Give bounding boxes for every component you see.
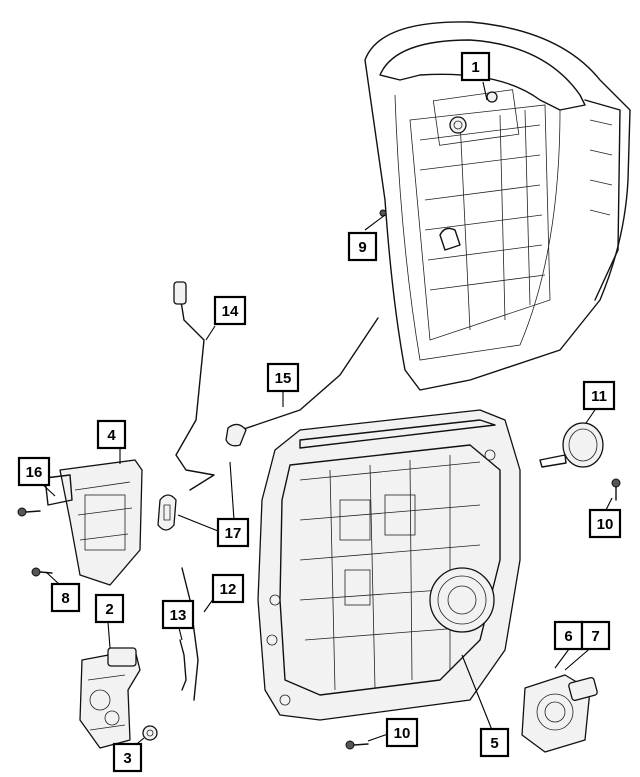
- callout-17: 17: [216, 517, 250, 548]
- callout-8: 8: [50, 582, 81, 613]
- svg-text:6: 6: [564, 628, 572, 645]
- door-latch: [79, 647, 141, 749]
- svg-text:11: 11: [591, 388, 607, 405]
- screw-10-lower: [345, 740, 369, 750]
- svg-text:14: 14: [222, 303, 239, 320]
- screw-10-right: [611, 478, 621, 501]
- svg-text:1: 1: [471, 59, 479, 76]
- callout-1: 1: [460, 51, 491, 82]
- svg-text:17: 17: [225, 525, 242, 542]
- callout-6: 6: [553, 620, 584, 651]
- callout-5: 5: [479, 727, 510, 758]
- screw-16: [17, 507, 41, 517]
- svg-text:4: 4: [107, 427, 116, 444]
- callout-10-right: 10: [588, 508, 622, 539]
- callout-13: 13: [161, 599, 195, 630]
- callout-2: 2: [94, 593, 125, 624]
- svg-text:7: 7: [591, 628, 599, 645]
- svg-text:10: 10: [394, 725, 411, 742]
- svg-text:3: 3: [123, 750, 131, 767]
- door-shell: [364, 21, 631, 391]
- svg-text:10: 10: [597, 516, 614, 533]
- svg-text:15: 15: [275, 370, 292, 387]
- nut-3: [142, 725, 158, 741]
- callout-14: 14: [213, 295, 247, 326]
- svg-text:9: 9: [358, 239, 366, 256]
- callout-16: 16: [17, 456, 51, 487]
- svg-text:16: 16: [26, 464, 43, 481]
- rods-and-cables: [157, 281, 379, 701]
- callout-15: 15: [266, 362, 300, 393]
- callout-12: 12: [211, 573, 245, 604]
- latch-bracket: [44, 459, 143, 586]
- callout-4: 4: [96, 419, 127, 450]
- svg-text:12: 12: [220, 581, 237, 598]
- door-module-carrier-panel: [257, 409, 521, 721]
- svg-text:8: 8: [61, 590, 69, 607]
- svg-text:5: 5: [490, 735, 498, 752]
- svg-text:2: 2: [105, 601, 113, 618]
- callout-7: 7: [580, 620, 611, 651]
- callout-3: 3: [112, 742, 143, 773]
- svg-text:13: 13: [170, 607, 187, 624]
- window-regulator-motor: [521, 674, 598, 753]
- callout-10-lower: 10: [385, 717, 419, 748]
- callout-9: 9: [347, 231, 378, 262]
- callout-11: 11: [582, 380, 616, 411]
- speaker: [539, 422, 604, 468]
